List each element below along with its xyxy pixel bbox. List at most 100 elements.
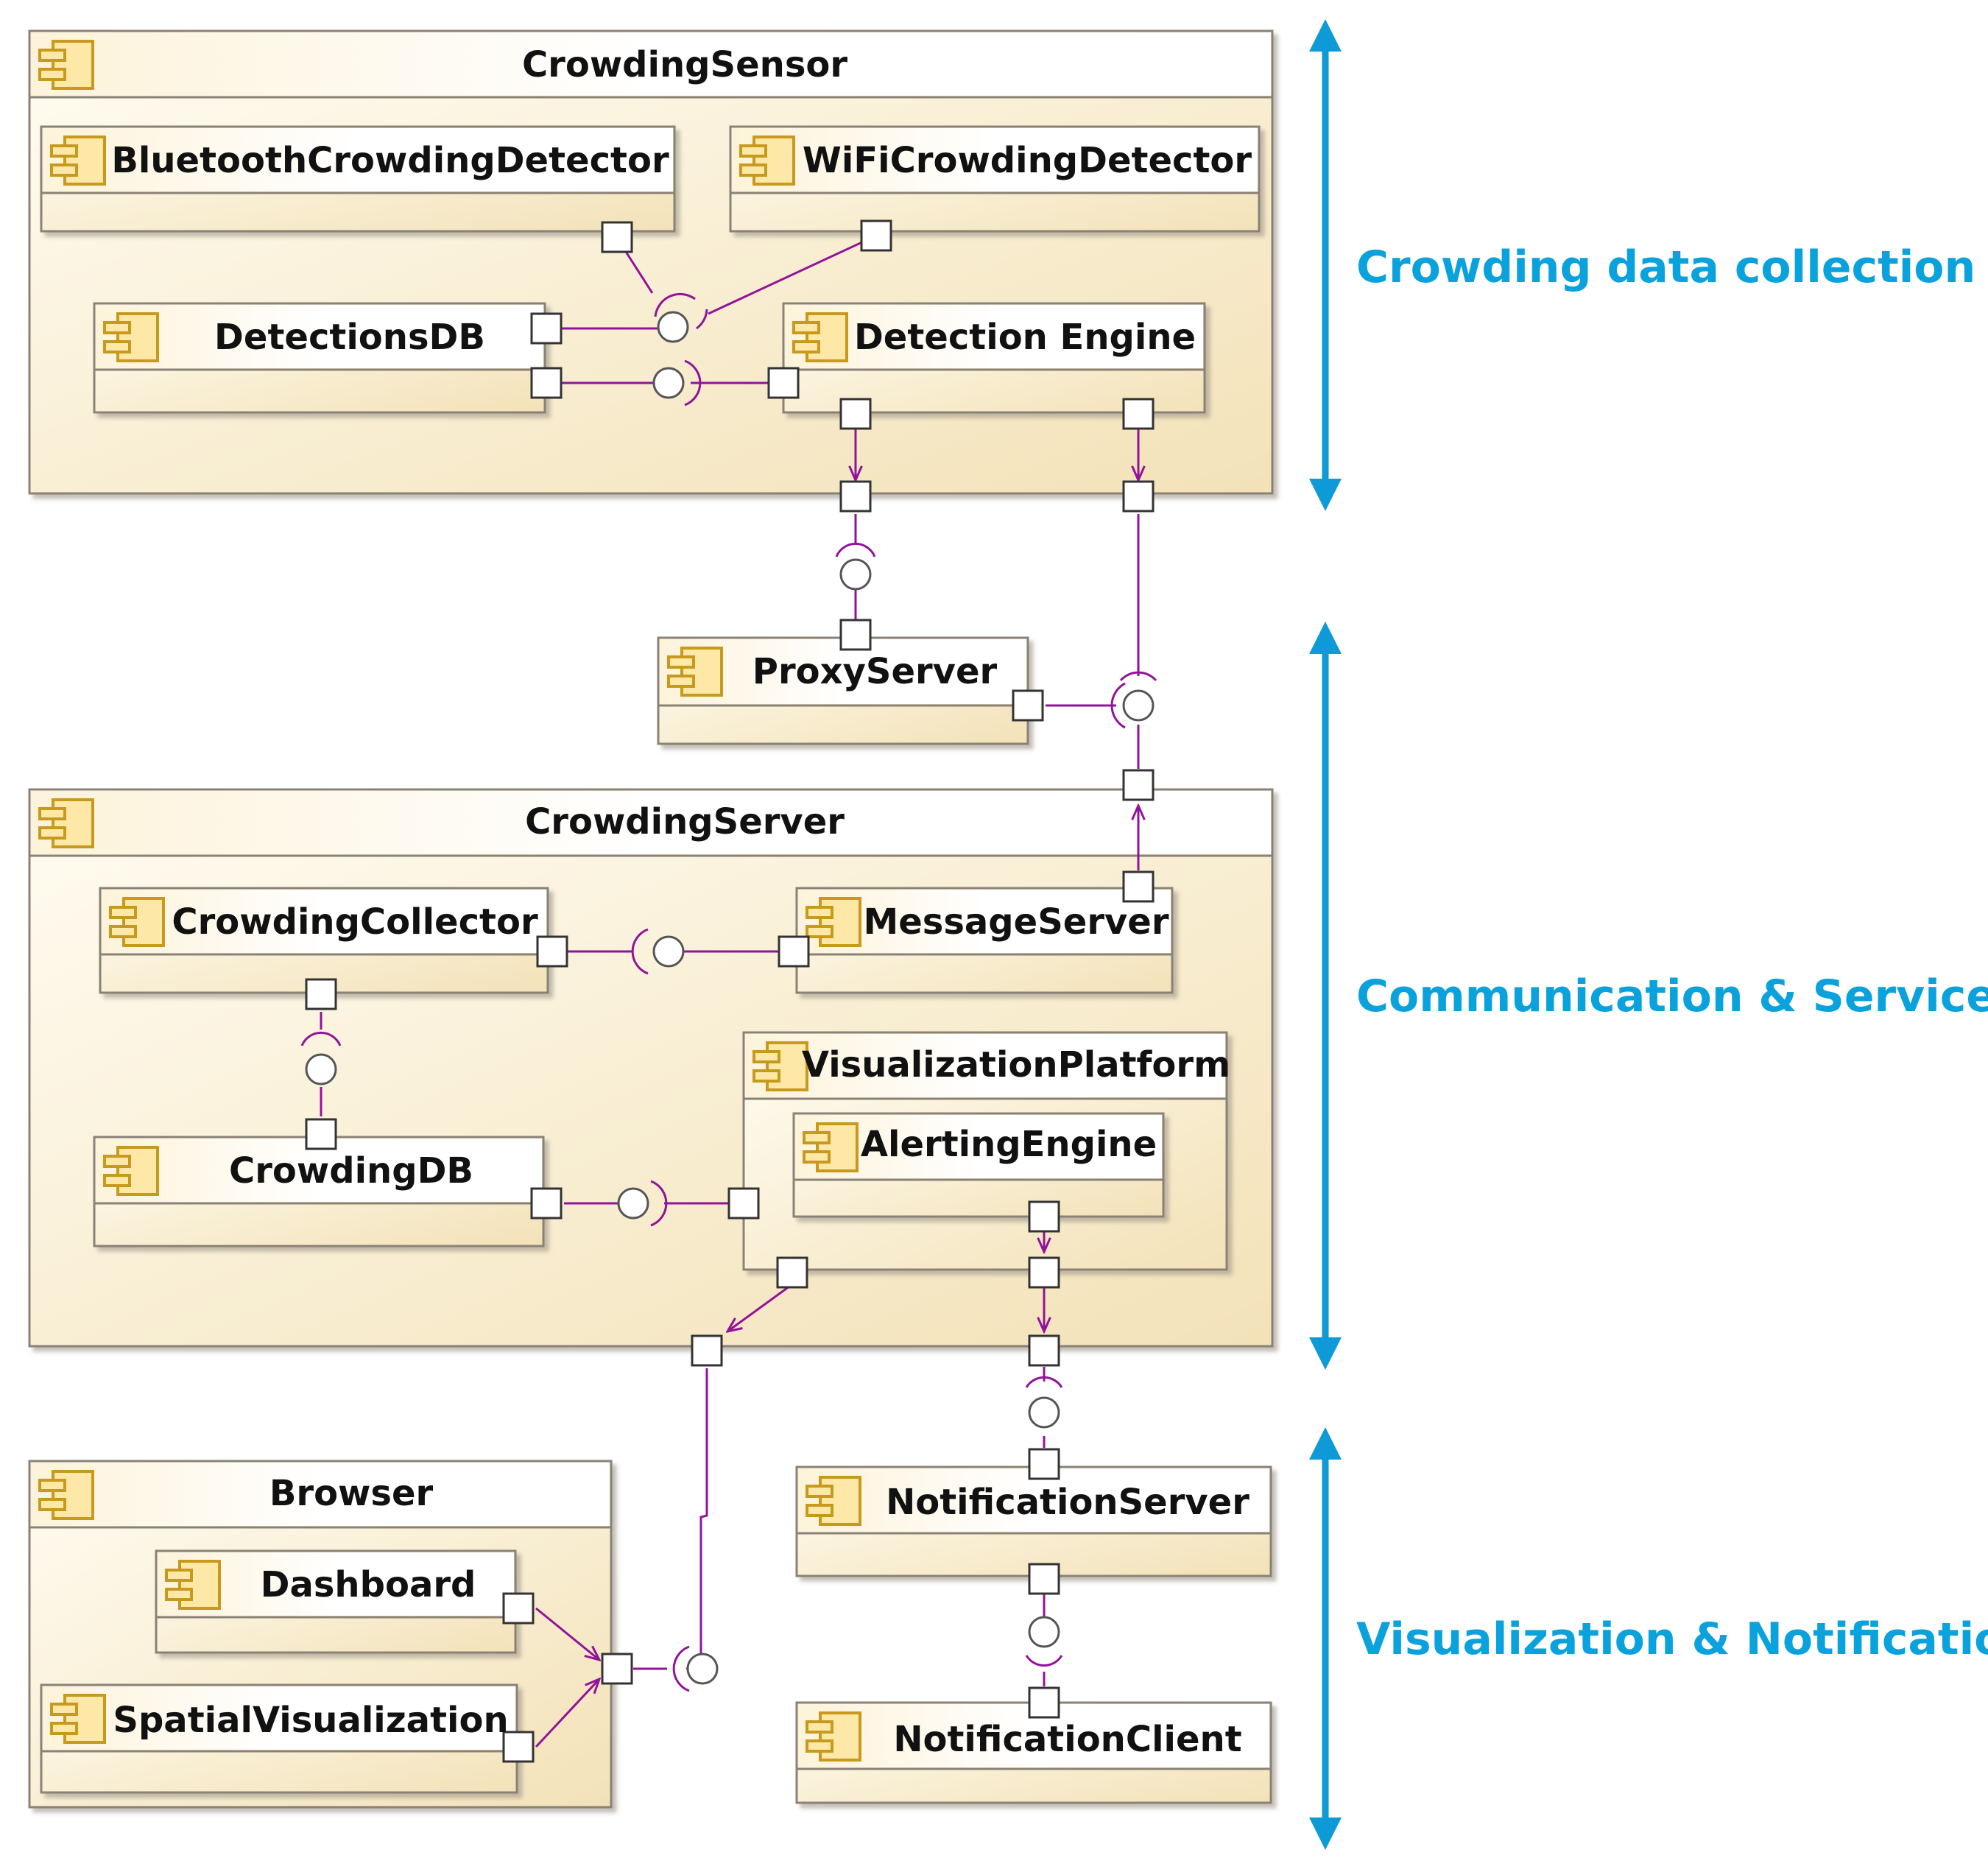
notification-client-box	[795, 1701, 1272, 1804]
alerting-engine-title: AlertingEngine	[861, 1124, 1157, 1165]
component-icon	[38, 40, 94, 90]
spatial-visualization-title: SpatialVisualization	[113, 1700, 508, 1741]
detections-db-box	[93, 302, 546, 414]
dashboard-box	[155, 1549, 517, 1654]
viz-required-socket	[650, 1180, 668, 1227]
detectionsdb-port-bottom	[530, 367, 563, 399]
component-icon	[103, 1146, 159, 1196]
visualization-layer-label: Visualization & Notification	[1356, 1614, 1988, 1665]
notification-server-title: NotificationServer	[886, 1482, 1249, 1523]
data-collection-layer-label: Crowding data collection	[1356, 242, 1975, 293]
component-icon	[792, 312, 848, 362]
alerting-engine-box	[792, 1112, 1165, 1218]
notification-client-title: NotificationClient	[893, 1719, 1241, 1760]
message-server-provided-interface	[652, 935, 685, 968]
component-icon	[50, 1694, 106, 1744]
viz-port-left	[727, 1187, 760, 1220]
server-port-top	[1122, 769, 1155, 801]
component-icon	[50, 136, 106, 186]
collector-db-socket	[300, 1031, 342, 1046]
crowding-db-title: CrowdingDB	[229, 1150, 473, 1192]
viz-port-bottom-left	[776, 1256, 808, 1289]
component-icon	[806, 1711, 861, 1762]
component-icon	[38, 1470, 94, 1520]
collector-port-right	[536, 935, 568, 968]
wifi-detector-box	[729, 125, 1261, 233]
detections-db-title: DetectionsDB	[214, 317, 485, 358]
detection-engine-box	[782, 302, 1206, 414]
detection-engine-title: Detection Engine	[854, 317, 1196, 358]
sensor-port-left	[839, 480, 872, 513]
viz-port-bottom-right	[1028, 1256, 1060, 1289]
component-icon	[739, 136, 795, 186]
collector-required-socket	[631, 928, 649, 975]
server-port-bottom-left	[691, 1334, 723, 1367]
browser-title: Browser	[269, 1473, 434, 1514]
proxy-required-socket	[835, 542, 876, 557]
wifi-detector-title: WiFiCrowdingDetector	[803, 140, 1252, 181]
crowdingdb-right-interface	[617, 1187, 649, 1220]
communication-layer-label: Communication & Services	[1356, 971, 1988, 1022]
collector-port-bottom	[305, 978, 337, 1010]
proxy-provided-interface	[839, 558, 872, 591]
server-provided-interface	[1028, 1396, 1060, 1429]
message-server-port-top	[1122, 870, 1155, 903]
crowdingdb-port-right	[530, 1187, 563, 1220]
notif-client-port-top	[1028, 1686, 1060, 1719]
browser-required-socket	[672, 1645, 690, 1692]
crowding-sensor-title: CrowdingSensor	[522, 44, 847, 85]
wifi-port-to-socket	[708, 234, 877, 315]
sensor-port-right	[1122, 480, 1155, 513]
component-icon	[752, 1041, 808, 1091]
notif-server-port-top	[1028, 1448, 1060, 1480]
spatial-visualization-box	[40, 1683, 518, 1794]
proxy-port-top	[839, 619, 872, 651]
proxy-lollipop-socket	[1110, 682, 1126, 729]
server-required-socket	[1119, 671, 1157, 682]
crowdingdb-port-top	[305, 1118, 337, 1150]
crowdingdb-provided-interface	[305, 1053, 337, 1085]
spatial-to-browser-arrow	[535, 1679, 599, 1748]
component-icon	[806, 897, 861, 947]
bluetooth-detector-box	[40, 125, 676, 233]
server-port-bottom-right	[1028, 1334, 1060, 1367]
dashboard-title: Dashboard	[261, 1564, 476, 1605]
wifi-required-socket	[696, 309, 708, 330]
detection-engine-port-bottom-left	[839, 398, 872, 430]
crowding-collector-box	[99, 887, 549, 994]
bt-provided-interface	[657, 311, 689, 343]
proxy-port-right	[1012, 689, 1044, 722]
message-server-port-left	[778, 935, 810, 968]
detection-engine-port-left	[767, 367, 800, 399]
crowding-db-box	[93, 1136, 545, 1248]
message-server-title: MessageServer	[863, 901, 1169, 943]
browser-provided-interface	[686, 1653, 719, 1685]
visualization-platform-title: VisualizationPlatform	[802, 1044, 1230, 1085]
notif-required-socket	[1025, 1376, 1063, 1388]
notif-client-required-socket	[1025, 1655, 1063, 1667]
detectionsdb-server-interface	[1122, 689, 1155, 722]
server-port-to-browser	[685, 1368, 708, 1670]
detection-engine-port-bottom-right	[1122, 398, 1155, 430]
bluetooth-detector-title: BluetoothCrowdingDetector	[111, 140, 669, 181]
component-icon	[109, 897, 165, 947]
wifi-port	[860, 219, 892, 252]
component-icon	[38, 798, 94, 848]
detectionsdb-port-top	[530, 312, 563, 345]
component-icon	[165, 1560, 221, 1610]
crowding-sensor-box	[28, 29, 1274, 495]
viz-to-server-port-arrow	[727, 1283, 793, 1331]
bt-required-socket	[654, 292, 696, 317]
bluetooth-port	[601, 221, 633, 253]
detectionsdb-provided-interface	[652, 367, 685, 399]
crowding-server-title: CrowdingServer	[525, 801, 845, 842]
component-icon	[667, 647, 723, 697]
component-icon	[806, 1476, 861, 1526]
message-server-box	[795, 887, 1174, 994]
browser-port	[601, 1653, 633, 1685]
detection-engine-socket	[684, 359, 702, 407]
alerting-port-bottom	[1028, 1200, 1060, 1233]
component-icon	[803, 1122, 859, 1172]
proxy-server-title: ProxyServer	[752, 651, 998, 692]
